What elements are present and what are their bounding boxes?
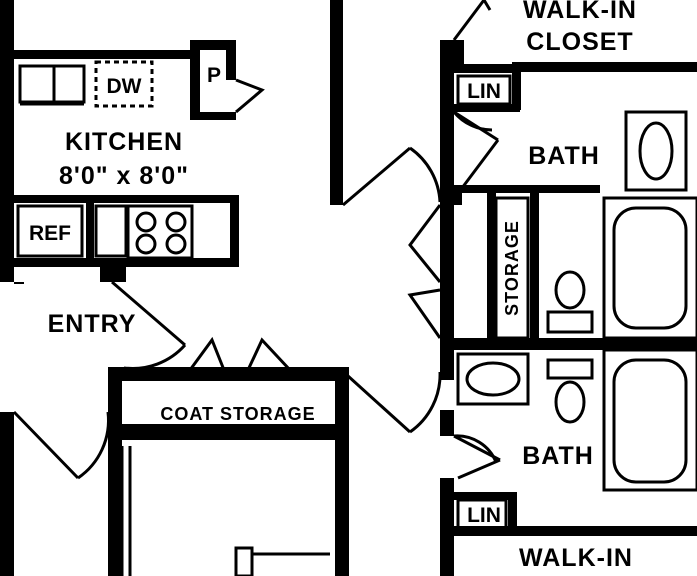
kitchen-size-label: 8'0" x 8'0" xyxy=(59,162,189,190)
dishwasher-label: DW xyxy=(107,75,142,98)
lin-top-label: LIN xyxy=(467,80,501,103)
walkin-top-line2: CLOSET xyxy=(526,28,633,56)
walkin-top-line1: WALK-IN xyxy=(523,0,637,24)
storage-label: STORAGE xyxy=(502,220,522,316)
lin-top-box xyxy=(456,74,512,106)
range xyxy=(126,204,194,260)
dishwasher-outline xyxy=(94,60,154,108)
storage-box xyxy=(494,196,530,340)
coat-storage-label: COAT STORAGE xyxy=(160,404,315,424)
lin-bottom-box xyxy=(456,498,508,530)
lower-toilet xyxy=(546,358,594,424)
room-labels: WALK-IN CLOSET LIN BATH KITCHEN 8'0" x 8… xyxy=(29,0,637,572)
upper-toilet xyxy=(546,270,594,334)
walkin-bottom-label: WALK-IN xyxy=(519,544,633,572)
refrigerator-outline xyxy=(16,204,84,258)
bath-bottom-label: BATH xyxy=(522,442,594,470)
door-swings xyxy=(12,0,501,480)
entry-label: ENTRY xyxy=(48,310,137,338)
kitchen-name-label: KITCHEN xyxy=(65,128,183,156)
lin-bottom-label: LIN xyxy=(467,504,501,527)
lower-bathtub xyxy=(602,348,697,492)
upper-bath-sink xyxy=(624,110,688,192)
pantry-door xyxy=(235,78,265,114)
lower-bath-sink xyxy=(456,352,530,406)
pantry-label: P xyxy=(207,64,221,87)
refrigerator-label: REF xyxy=(29,222,71,245)
bath-top-label: BATH xyxy=(528,142,600,170)
kitchen-sink xyxy=(18,64,86,106)
upper-bathtub xyxy=(602,196,697,340)
fixtures xyxy=(16,60,697,576)
